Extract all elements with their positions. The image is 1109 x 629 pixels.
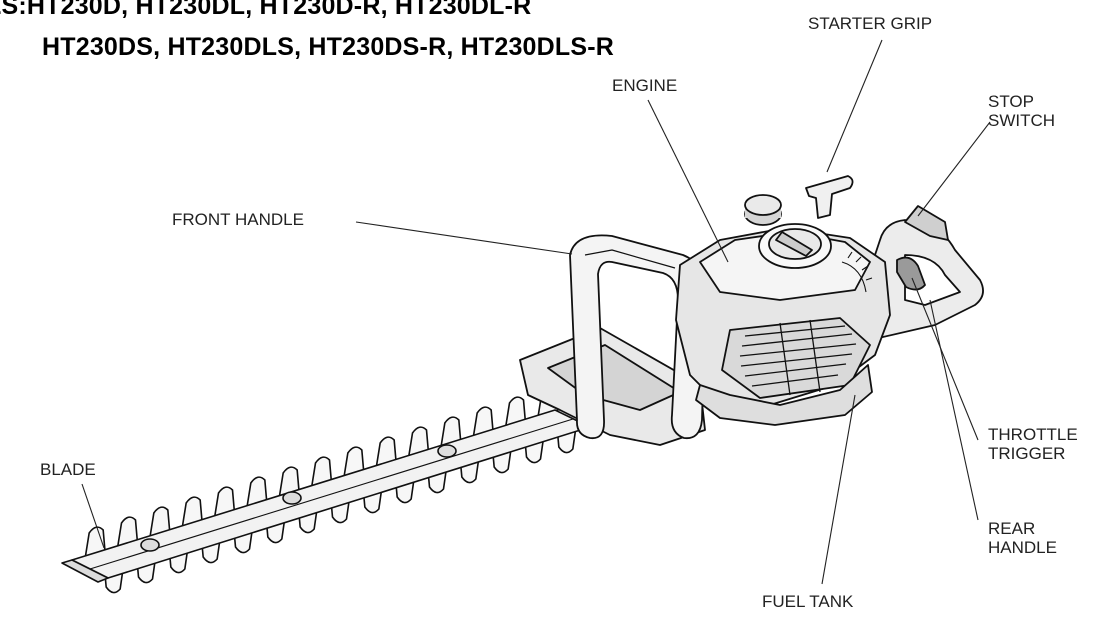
- blade-bar-end: [61, 559, 109, 583]
- leader-stop-switch: [917, 121, 991, 217]
- leader-fuel-tank: [821, 394, 856, 585]
- blade-assembly: [61, 386, 591, 594]
- label-rear-handle-line-1: REAR: [988, 519, 1036, 538]
- label-stop-switch: STOP SWITCH: [988, 92, 1055, 130]
- leader-starter-grip: [826, 39, 883, 173]
- label-front-handle: FRONT HANDLE: [172, 210, 304, 229]
- blade-rivet: [282, 491, 302, 505]
- blade-tooth-upper: [149, 506, 171, 539]
- air-cleaner-knob: [775, 231, 813, 257]
- label-stop-switch-line-1: STOP: [988, 92, 1034, 111]
- leader-lines: [81, 39, 991, 585]
- blade-rivet: [437, 444, 457, 458]
- label-throttle-trigger-line-1: THROTTLE: [988, 425, 1078, 444]
- blade-upper-teeth: [84, 386, 559, 559]
- fuel-tank: [695, 364, 873, 426]
- cooling-fins: [739, 319, 857, 396]
- blade-tooth-upper: [116, 516, 139, 549]
- front-handle-ridge: [584, 249, 676, 269]
- label-rear-handle: REAR HANDLE: [988, 519, 1057, 557]
- blade-bar-edge: [89, 418, 574, 570]
- model-title-line-2: HT230DS, HT230DLS, HT230DS-R, HT230DLS-R: [42, 33, 615, 61]
- model-title-line-1: LS:HT230D, HT230DL, HT230D-R, HT230DL-R: [0, 0, 532, 20]
- label-throttle-trigger: THROTTLE TRIGGER: [988, 425, 1078, 463]
- stop-switch: [904, 205, 949, 241]
- label-fuel-tank: FUEL TANK: [762, 592, 854, 611]
- label-rear-handle-line-2: HANDLE: [988, 538, 1057, 557]
- blade-tooth-upper: [181, 496, 203, 529]
- leader-throttle-trigger: [911, 277, 979, 441]
- fuel-cap-top: [744, 194, 782, 216]
- leader-blade: [81, 483, 105, 549]
- leader-front-handle: [355, 221, 573, 255]
- engine-body: [675, 175, 984, 426]
- label-blade: BLADE: [40, 460, 96, 479]
- leader-rear-handle: [929, 299, 979, 521]
- starter-grip-handle: [805, 175, 854, 219]
- gear-case-dial: [841, 251, 873, 293]
- label-engine: ENGINE: [612, 76, 678, 95]
- leader-engine: [647, 99, 729, 263]
- label-starter-grip: STARTER GRIP: [808, 14, 933, 33]
- throttle-trigger: [896, 256, 926, 291]
- label-stop-switch-line-2: SWITCH: [988, 111, 1056, 130]
- label-throttle-trigger-line-2: TRIGGER: [988, 444, 1066, 463]
- blade-rivet: [140, 538, 160, 552]
